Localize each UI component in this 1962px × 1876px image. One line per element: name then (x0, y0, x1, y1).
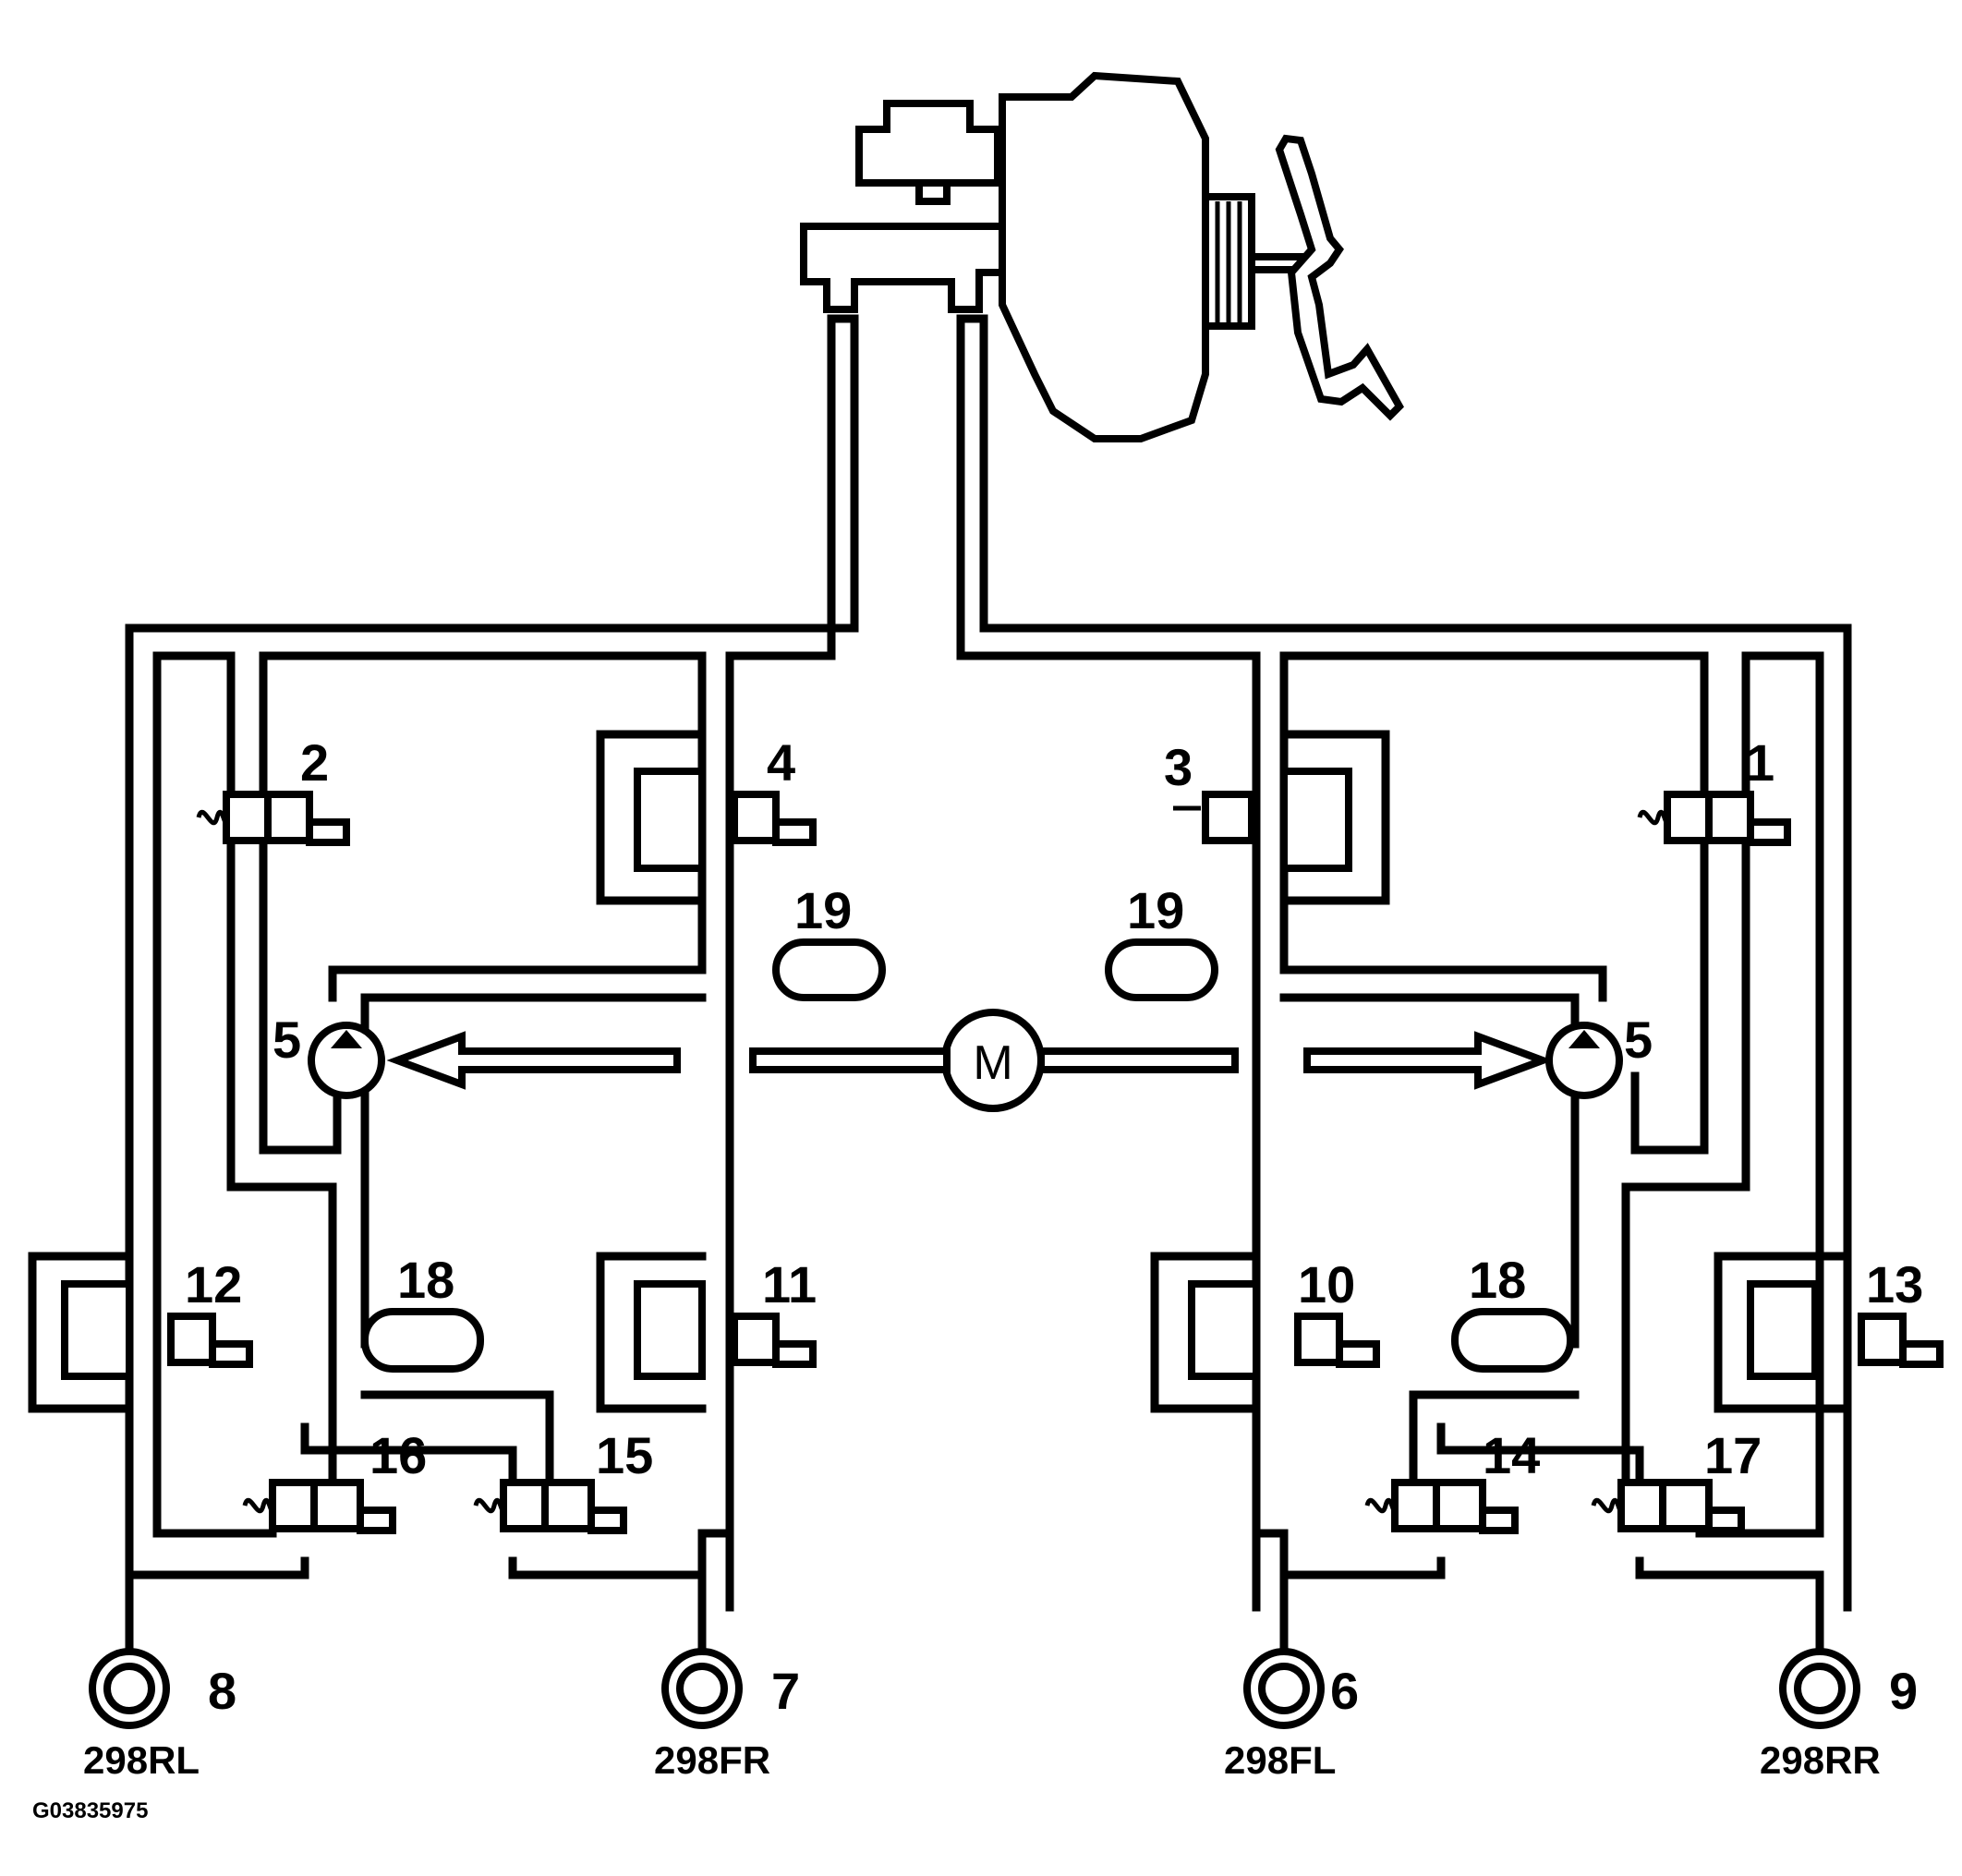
reservoir-neck (915, 179, 951, 205)
switch-valve-17 (1591, 1479, 1745, 1534)
label-15: 15 (596, 1426, 653, 1484)
brake-fr (661, 1648, 743, 1729)
label-17: 17 (1704, 1426, 1762, 1484)
pump-motor: M (386, 1009, 1554, 1112)
wheel-label-fl: 298FL (1224, 1738, 1336, 1782)
label-13: 13 (1866, 1255, 1923, 1313)
inlet-valve-fl (1294, 1313, 1380, 1368)
label-19-right: 19 (1127, 881, 1184, 939)
switch-valve-16 (242, 1479, 396, 1534)
brake-rr (1779, 1648, 1860, 1729)
label-7: 7 (771, 1662, 800, 1720)
drive-arrow-left (386, 1031, 681, 1090)
label-19-left: 19 (794, 881, 852, 939)
inlet-valve-rr (1858, 1313, 1944, 1368)
damper-right (1105, 938, 1218, 1001)
wheel-label-rr: 298RR (1760, 1738, 1881, 1782)
accumulator-left (361, 1308, 484, 1373)
inlet-valve-fr (731, 1313, 817, 1368)
accumulator-right (1451, 1308, 1574, 1373)
outlet-valve-fr (731, 791, 817, 846)
label-8: 8 (208, 1662, 236, 1720)
drive-arrow-right (1303, 1031, 1554, 1090)
label-1: 1 (1746, 733, 1774, 792)
label-2: 2 (300, 733, 329, 792)
outlet-valve-rl (196, 791, 350, 846)
label-11: 11 (762, 1255, 817, 1313)
label-3: 3 (1164, 738, 1193, 796)
reservoir (855, 100, 1001, 187)
switch-valve-14 (1364, 1479, 1519, 1534)
wheel-label-rl: 298RL (83, 1738, 200, 1782)
label-18-left: 18 (397, 1251, 454, 1309)
master-cylinder (800, 223, 1006, 313)
label-10: 10 (1298, 1255, 1355, 1313)
label-16: 16 (369, 1426, 427, 1484)
switch-valve-15 (473, 1479, 627, 1534)
outlet-valve-rr (1637, 791, 1791, 846)
pump-right (1545, 1022, 1623, 1099)
brake-fl (1243, 1648, 1325, 1729)
figure-code: G03835975 (32, 1798, 148, 1823)
wheel-label-fr: 298FR (654, 1738, 770, 1782)
damper-left (772, 938, 886, 1001)
label-4: 4 (767, 733, 795, 792)
brake-booster (999, 71, 1209, 442)
label-12: 12 (185, 1255, 242, 1313)
label-14: 14 (1483, 1426, 1540, 1484)
outlet-valve-fl (1173, 791, 1255, 844)
label-18-right: 18 (1469, 1251, 1526, 1309)
pump-left (308, 1022, 385, 1099)
label-9: 9 (1889, 1662, 1918, 1720)
hydraulic-lines (28, 314, 1852, 1658)
label-5-right: 5 (1624, 1011, 1653, 1069)
motor-label: M (973, 1036, 1012, 1090)
brake-rl (89, 1648, 170, 1729)
inlet-valve-rl (167, 1313, 253, 1368)
brake-booster-assembly (800, 71, 1404, 442)
brake-pedal (1275, 134, 1404, 421)
label-6: 6 (1330, 1662, 1359, 1720)
label-5-left: 5 (272, 1011, 301, 1069)
